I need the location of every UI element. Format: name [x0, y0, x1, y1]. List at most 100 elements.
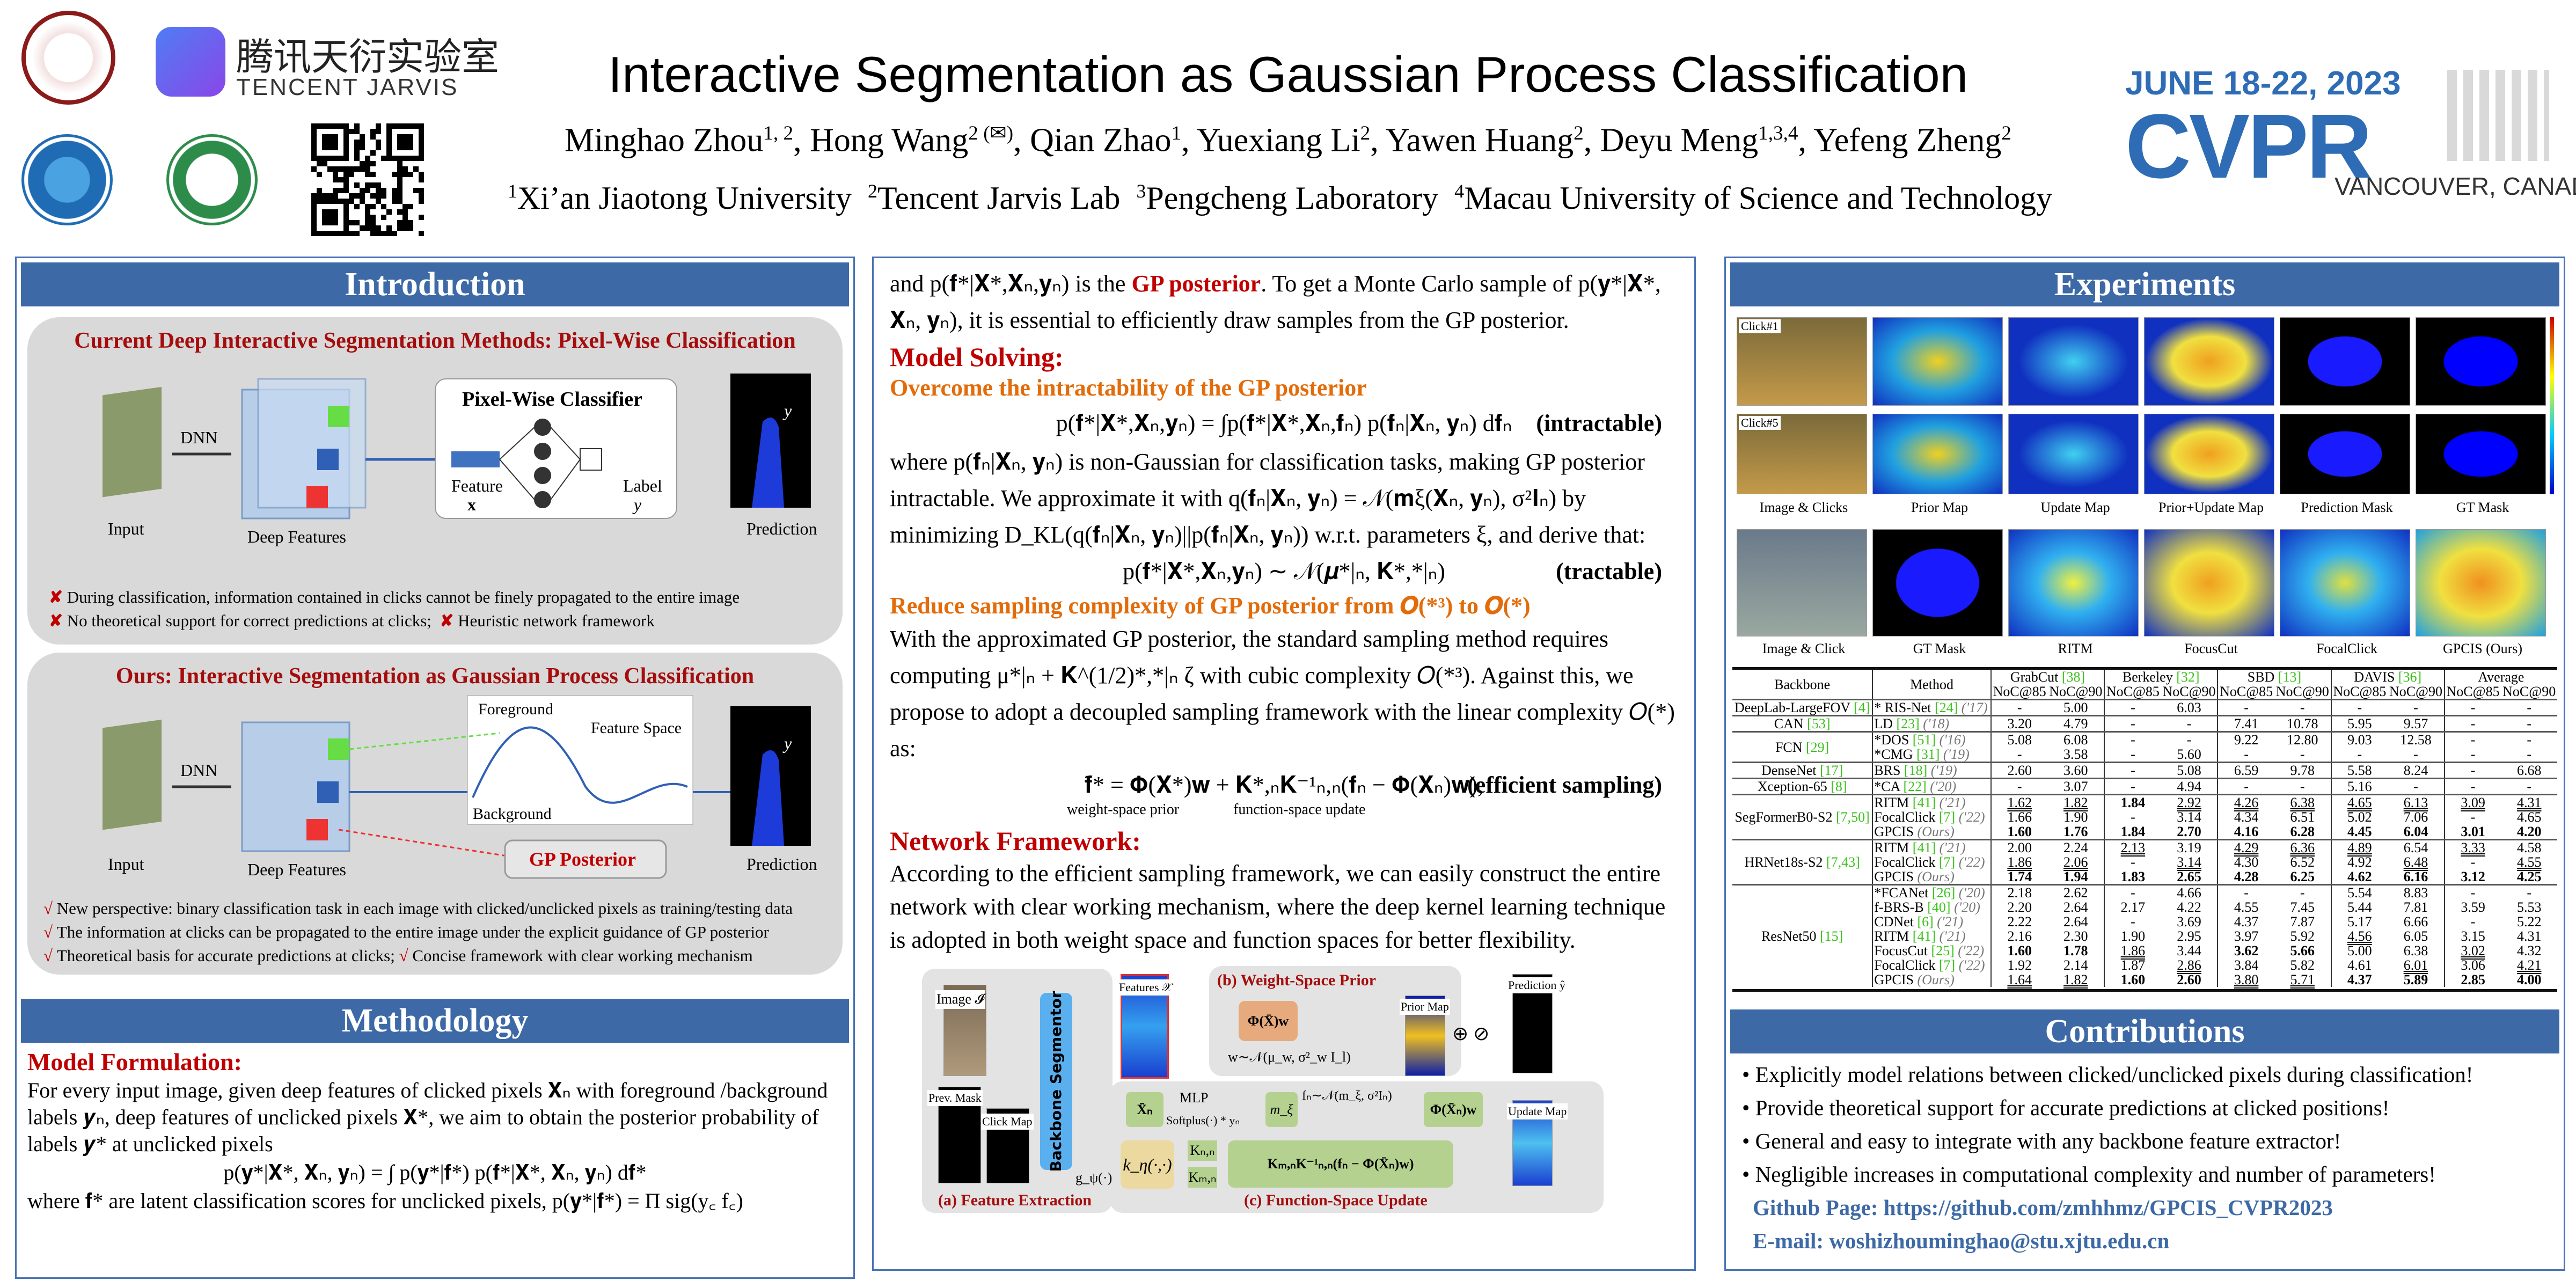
method-year: ('22) — [1958, 854, 1985, 870]
result-cell: - — [2274, 747, 2332, 763]
method-year: ('21) — [1939, 840, 1966, 855]
backbone-name: SegFormerB0-S2 — [1735, 809, 1833, 825]
result-cell: 5.89 — [2388, 972, 2445, 987]
result-cell: 5.60 — [2161, 747, 2219, 763]
sum-and-sigmoid-icons: ⊕ ⊘ — [1452, 1023, 1490, 1044]
method-name: RITM — [1874, 928, 1909, 944]
visualization-image — [2416, 317, 2546, 406]
posterior-equation: p(𝐲*|𝐗*, 𝐗ₙ, 𝐲ₙ) = ∫ p(𝐲*|𝐟*) p(𝐟*|𝐗*, 𝐗… — [223, 1160, 647, 1184]
kmn-box: Kₘ,ₙ — [1188, 1167, 1217, 1188]
sampling-equation-row: 𝐟̃* = 𝚽(𝐗*)𝐰 + 𝐊*,ₙ𝐊⁻¹ₙ,ₙ(𝐟ₙ − 𝚽(𝐗ₙ)𝐰),(… — [890, 769, 1678, 801]
qr-code[interactable] — [311, 123, 424, 236]
methodology-heading: Methodology — [21, 999, 849, 1043]
result-cell: - — [2274, 699, 2332, 716]
email-link[interactable]: E-mail: woshizhouminghao@stu.xjtu.edu.cn — [1753, 1228, 2170, 1253]
result-cell: 6.66 — [2388, 914, 2445, 929]
result-cell: 2.65 — [2161, 869, 2219, 885]
background-label: Background — [473, 805, 552, 823]
result-cell: 5.95 — [2331, 715, 2388, 732]
result-cell: - — [2104, 731, 2161, 747]
result-cell: 1.90 — [2120, 928, 2146, 944]
result-cell: 5.71 — [2274, 972, 2332, 987]
method-name: GPCIS — [1874, 972, 1914, 987]
method-cell: RITM [41] ('21) — [1872, 928, 1992, 944]
method-ref: [25] — [1931, 943, 1955, 958]
sampling-equation: 𝐟̃* = 𝚽(𝐗*)𝐰 + 𝐊*,ₙ𝐊⁻¹ₙ,ₙ(𝐟ₙ − 𝚽(𝐗ₙ)𝐰), — [1084, 772, 1484, 798]
result-cell: 6.01 — [2388, 958, 2445, 972]
result-cell: 6.48 — [2388, 855, 2445, 869]
result-cell: 5.44 — [2347, 899, 2372, 915]
method-name: FocalClick — [1874, 957, 1936, 973]
comparison-caption: FocalClick — [2316, 641, 2378, 656]
result-cell: 5.08 — [1990, 731, 2048, 747]
input-image — [103, 386, 162, 497]
feature-label: Feature — [451, 476, 503, 495]
result-cell: 4.34 — [2234, 809, 2259, 825]
result-cell: 1.84 — [2120, 824, 2146, 839]
result-cell: 2.92 — [2161, 794, 2219, 810]
pixelwise-diagram: Input DNN Deep Features Pixel-Wise Class… — [103, 374, 817, 546]
result-cell: 5.02 — [2347, 809, 2372, 825]
method-year: ('19) — [1943, 747, 1970, 762]
method-year: ('20) — [1958, 885, 1985, 901]
dataset-ref: [36] — [2398, 669, 2422, 685]
result-cell: 4.61 — [2347, 957, 2372, 973]
author-name: Deyu Meng — [1600, 122, 1759, 159]
backbone-ref: [7,50] — [1835, 809, 1870, 825]
result-cell: 2.20 — [2007, 899, 2032, 915]
result-cell: 4.79 — [2047, 715, 2105, 732]
table-row: SegFormerB0-S2 [7,50]RITM [41] ('21)1.62… — [1732, 794, 2557, 840]
method-ref: [40] — [1927, 899, 1951, 915]
backbone-name: Xception-65 — [1757, 779, 1827, 794]
backbone-cell: CAN [53] — [1732, 715, 1874, 732]
function-space-update-title: (c) Function-Space Update — [1244, 1191, 1428, 1209]
method-name: FocusCut — [1874, 943, 1928, 958]
sampling-text: With the approximated GP posterior, the … — [890, 626, 1675, 762]
feature-extraction-title: (a) Feature Extraction — [938, 1191, 1092, 1209]
result-cell: - — [2501, 699, 2557, 716]
result-cell: 6.16 — [2388, 869, 2445, 885]
result-cell: 2.95 — [2161, 929, 2219, 943]
column-header-metric: NoC@85 — [2446, 684, 2500, 699]
result-cell: 3.58 — [2047, 747, 2105, 763]
weight-space-prior-title: (b) Weight-Space Prior — [1217, 971, 1377, 989]
column-header-metric: NoC@90 — [2502, 684, 2556, 699]
backbone-name: HRNet18s-S2 — [1744, 854, 1823, 870]
network-framework-text: According to the efficient sampling fram… — [890, 860, 1666, 953]
result-cell: - — [2218, 884, 2274, 900]
affiliation-number: 1 — [507, 180, 517, 202]
author-name: Minghao Zhou — [565, 122, 764, 159]
author-affiliation: 1,3,4 — [1758, 122, 1798, 144]
experiments-heading: Experiments — [1730, 262, 2559, 306]
current-methods-box: Current Deep Interactive Segmentation Me… — [27, 317, 843, 645]
table-row: DeepLab-LargeFOV [4]* RIS-Net [24] ('17)… — [1732, 699, 2557, 716]
backbone-ref: [7,43] — [1826, 854, 1860, 870]
column-header-dataset: Average — [2445, 670, 2557, 684]
result-cell: 6.05 — [2388, 929, 2445, 943]
result-cell: 6.25 — [2274, 869, 2332, 885]
method-name: * RIS-Net — [1874, 700, 1931, 715]
result-cell: 9.03 — [2331, 731, 2388, 747]
m-xi-box: m_ξ — [1265, 1092, 1298, 1127]
result-cell: 9.57 — [2388, 715, 2445, 732]
dnn-label: DNN — [180, 760, 217, 780]
method-cell: RITM [41] ('21) — [1872, 839, 1992, 855]
visualization-caption: Prior+Update Map — [2158, 500, 2264, 515]
result-cell: 1.60 — [2007, 824, 2032, 839]
result-cell: 3.01 — [2461, 824, 2485, 839]
result-cell: 3.60 — [2047, 762, 2105, 779]
method-name: BRS — [1874, 763, 1901, 778]
result-cell: 4.66 — [2161, 884, 2219, 900]
visualization-caption: Update Map — [2040, 500, 2110, 515]
method-year: ('21) — [1939, 795, 1966, 810]
github-link[interactable]: Github Page: https://github.com/zmhhmz/G… — [1753, 1195, 2333, 1220]
advantage-bullet: √ New perspective: binary classification… — [43, 899, 793, 918]
result-cell: 1.82 — [2047, 794, 2105, 810]
method-year: ('19) — [1930, 763, 1957, 778]
result-cell: 6.38 — [2274, 794, 2332, 810]
phi-xn-w-box: Φ(X̄ₙ)w — [1424, 1092, 1483, 1127]
result-cell: 9.22 — [2218, 731, 2274, 747]
result-cell: - — [2104, 778, 2161, 795]
